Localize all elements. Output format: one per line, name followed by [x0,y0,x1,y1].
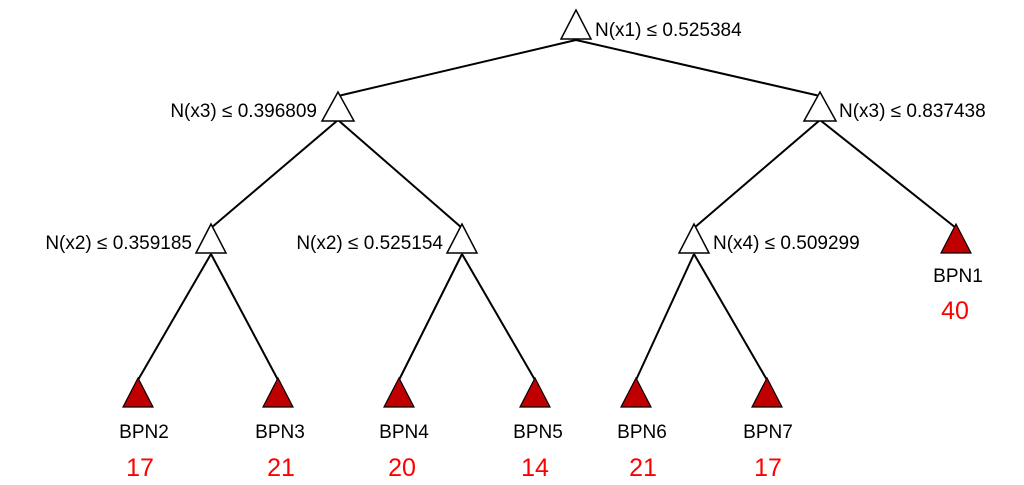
leaf-count-bpn2: 17 [126,454,154,482]
edge-left-right-to-bpn4 [398,253,463,381]
leaf-name-bpn4: BPN4 [379,422,429,443]
leaf-count-bpn1: 40 [941,297,969,325]
split-label-right-left: N(x4) ≤ 0.509299 [713,233,860,254]
leaf-name-bpn1: BPN1 [933,266,983,287]
leaf-name-bpn2: BPN2 [119,422,169,443]
leaf-count-bpn7: 17 [754,454,782,482]
leaf-name-bpn3: BPN3 [255,422,305,443]
split-node-left-left [194,222,228,254]
leaf-name-bpn6: BPN6 [617,422,667,443]
leaf-names: BPN1 BPN2 BPN3 BPN4 BPN5 BPN6 BPN7 [119,266,983,443]
leaf-count-bpn4: 20 [388,454,416,482]
split-node-left-right [445,222,479,254]
split-nodes [194,8,838,254]
edge-left-to-left-right [337,119,463,229]
split-label-root: N(x1) ≤ 0.525384 [595,20,742,41]
leaf-count-bpn3: 21 [267,454,295,482]
split-label-left: N(x3) ≤ 0.396809 [170,101,317,122]
leaf-name-bpn7: BPN7 [743,422,793,443]
edge-root-to-right [575,39,821,97]
split-node-left [320,90,356,122]
edge-right-left-to-bpn6 [635,253,695,381]
leaf-node-bpn1 [940,222,972,254]
tree-edges [137,39,957,381]
leaf-node-bpn5 [519,376,551,408]
leaf-counts: 40 17 21 20 14 21 17 [126,297,969,482]
split-node-right [802,90,838,122]
edge-left-right-to-bpn5 [461,253,536,381]
leaf-count-bpn5: 14 [521,454,549,482]
split-node-right-left [677,222,711,254]
edge-right-to-bpn1 [819,119,957,229]
leaf-node-bpn4 [383,376,415,408]
edge-left-to-left-left [210,119,339,229]
edge-right-left-to-bpn7 [693,253,768,381]
split-label-left-left: N(x2) ≤ 0.359185 [45,233,192,254]
leaf-node-bpn3 [262,376,294,408]
split-labels: N(x1) ≤ 0.525384 N(x3) ≤ 0.396809 N(x3) … [45,20,985,254]
split-label-right: N(x3) ≤ 0.837438 [839,101,986,122]
edge-left-left-to-bpn2 [137,253,212,381]
leaf-nodes [122,222,972,408]
leaf-node-bpn6 [620,376,652,408]
leaf-node-bpn7 [751,376,783,408]
leaf-count-bpn6: 21 [629,454,657,482]
edge-root-to-left [337,39,577,97]
edge-right-to-right-left [693,119,821,229]
leaf-name-bpn5: BPN5 [513,422,563,443]
split-node-root [559,8,593,40]
edge-left-left-to-bpn3 [210,253,279,381]
leaf-node-bpn2 [122,376,154,408]
split-label-left-right: N(x2) ≤ 0.525154 [296,233,443,254]
